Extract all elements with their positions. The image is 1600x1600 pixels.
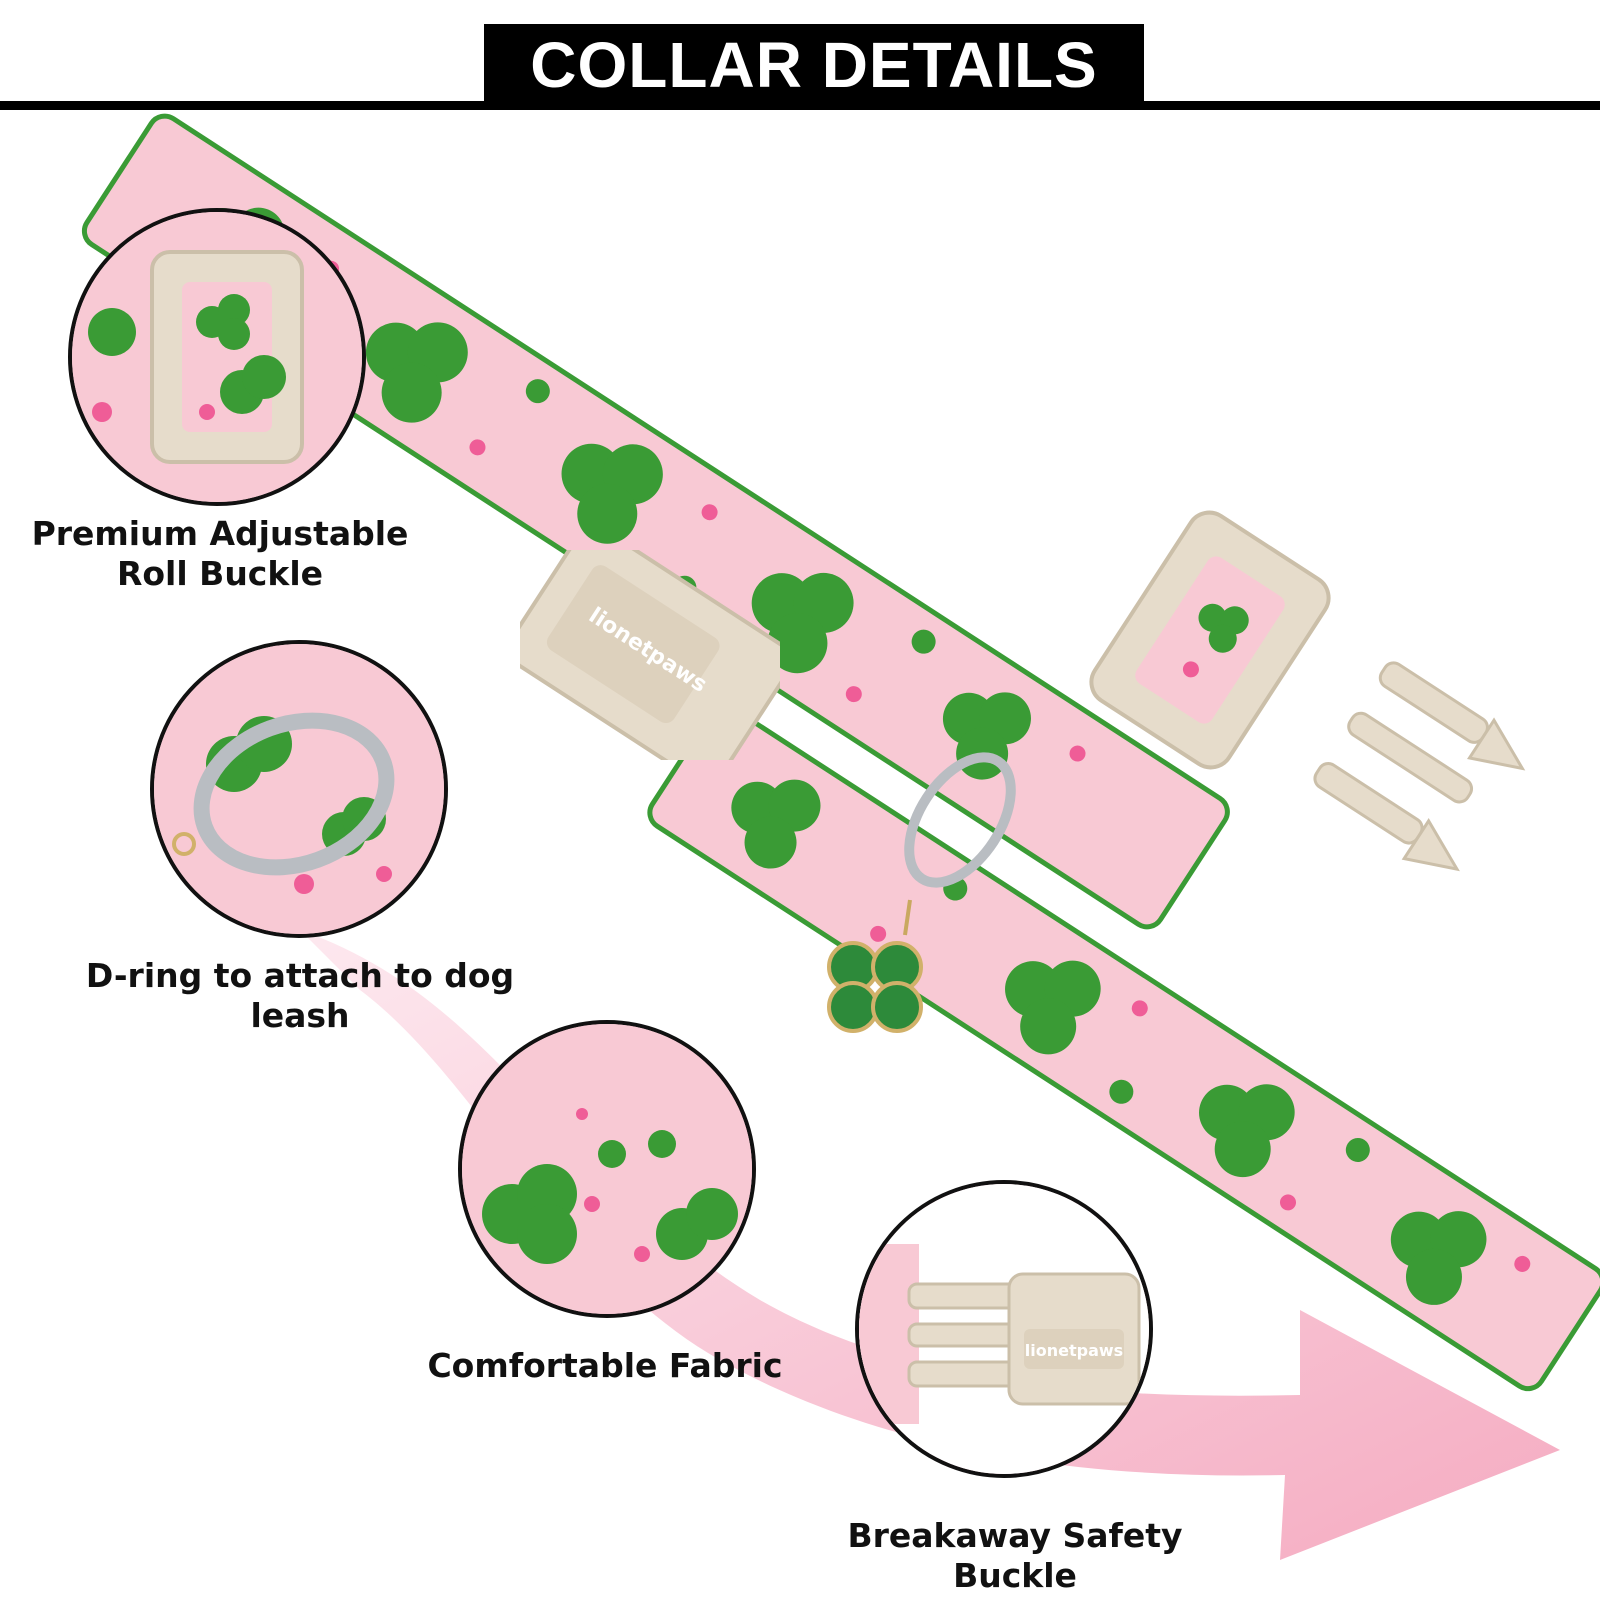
detail-circle-breakaway-buckle: lionetpaws: [855, 1180, 1153, 1478]
feature-label-fabric: Comfortable Fabric: [427, 1346, 783, 1385]
header-banner: COLLAR DETAILS: [484, 24, 1144, 106]
feature-label-breakaway-buckle: Breakaway Safety Buckle: [847, 1516, 1183, 1595]
detail-circle-roll-buckle: [68, 208, 366, 506]
page-title: COLLAR DETAILS: [530, 29, 1098, 101]
feature-label-roll-buckle: Premium Adjustable Roll Buckle: [30, 514, 410, 594]
header-rule: [0, 101, 1600, 110]
detail-circle-fabric: [458, 1020, 756, 1318]
breakaway-buckle-main: lionetpaws: [507, 525, 793, 785]
brand-logo-small: lionetpaws: [1025, 1341, 1123, 1360]
buckle-icon: [507, 525, 793, 785]
feature-label-d-ring: D-ring to attach to dog leash: [85, 956, 515, 1035]
feature-label-line: Roll Buckle: [116, 554, 324, 593]
detail-circle-d-ring: [150, 640, 448, 938]
feature-label-line: Premium Adjustable: [31, 514, 409, 553]
